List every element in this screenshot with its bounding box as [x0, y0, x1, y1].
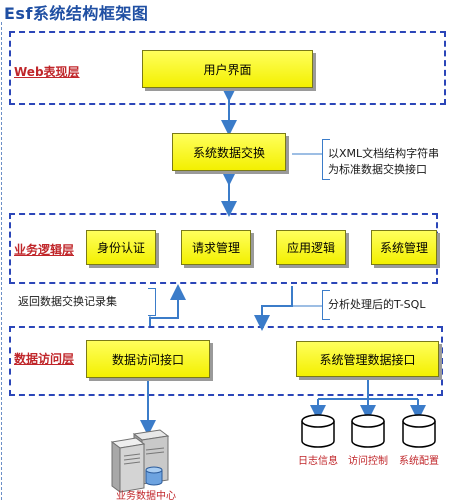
sys-mgmt-node: 系统管理	[371, 230, 437, 265]
data-access-layer-label: 数据访问层	[14, 352, 75, 366]
xml-note-line1: 以XML文档结构字符串	[328, 147, 440, 160]
server-icon	[110, 429, 170, 493]
data-access-layer-frame	[9, 326, 443, 396]
tsql-note: 分析处理后的T-SQL	[328, 298, 426, 311]
database-icon-access	[351, 414, 385, 448]
business-layer-label: 业务逻辑层	[14, 243, 75, 257]
web-layer-label: Web表现层	[14, 65, 80, 79]
request-mgmt-node: 请求管理	[181, 230, 251, 265]
app-logic-node: 应用逻辑	[276, 230, 346, 265]
tsql-path	[254, 286, 293, 331]
identity-node: 身份认证	[86, 230, 156, 265]
left-border-dashed	[1, 22, 2, 500]
data-access-interface-node: 数据访问接口	[86, 340, 210, 378]
xml-note-line2: 为标准数据交换接口	[328, 163, 427, 176]
xml-note-bracket	[322, 139, 330, 180]
tsql-note-bracket	[322, 290, 330, 320]
page-title: Esf系统结构框架图	[4, 4, 149, 23]
sys-mgmt-data-interface-node: 系统管理数据接口	[296, 341, 439, 377]
return-records-path	[149, 284, 186, 326]
return-records-note: 返回数据交换记录集	[18, 295, 117, 308]
db-label-access: 访问控制	[348, 456, 388, 467]
return-note-bracket	[148, 288, 156, 316]
db-label-log: 日志信息	[298, 456, 338, 467]
database-icon-log	[301, 414, 335, 448]
ui-node: 用户界面	[142, 50, 313, 88]
database-icon-config	[402, 414, 436, 448]
db-label-config: 系统配置	[399, 456, 439, 467]
data-exchange-node: 系统数据交换	[172, 133, 286, 171]
server-label: 业务数据中心	[116, 491, 176, 502]
